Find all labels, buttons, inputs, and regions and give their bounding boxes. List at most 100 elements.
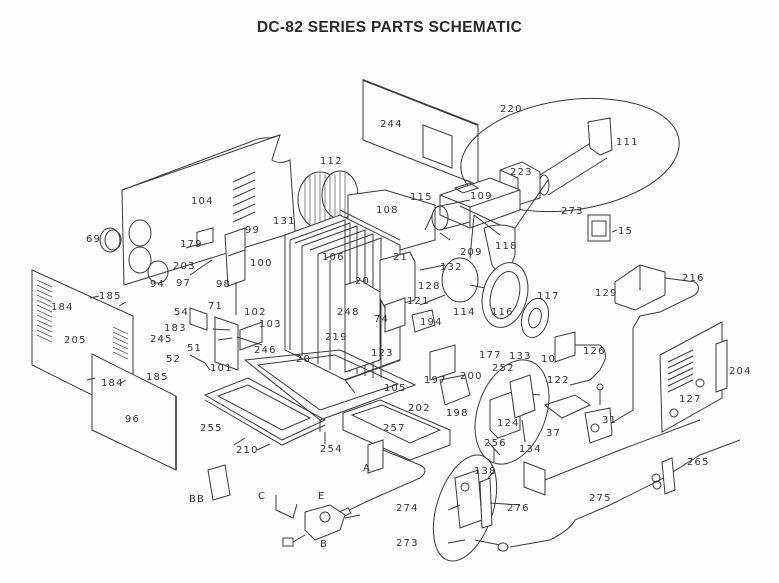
part-label-223: 223 — [510, 167, 533, 178]
part-label-100: 100 — [250, 258, 273, 269]
part-label-128: 128 — [418, 281, 441, 292]
part-label-116: 116 — [491, 307, 514, 318]
part-label-202: 202 — [408, 403, 431, 414]
part-label-138: 138 — [474, 466, 497, 477]
part-label-177: 177 — [479, 350, 502, 361]
part-label-74: 74 — [374, 314, 390, 325]
part-label-54: 54 — [174, 307, 190, 318]
part-label-104: 104 — [191, 196, 214, 207]
part-label-37: 37 — [546, 428, 562, 439]
part-label-179: 179 — [180, 239, 203, 250]
part-label-276: 276 — [507, 503, 530, 514]
part-label-94: 94 — [150, 279, 166, 290]
part-label-117: 117 — [537, 291, 560, 302]
part-label-20-upper: 20 — [355, 276, 371, 287]
part-label-111: 111 — [616, 137, 639, 148]
part-label-216: 216 — [682, 273, 705, 284]
part-label-127: 127 — [679, 394, 702, 405]
part-label-96: 96 — [125, 414, 141, 425]
part-label-123: 123 — [371, 348, 394, 359]
part-label-109: 109 — [470, 191, 493, 202]
part-label-273-upper: 273 — [561, 206, 584, 217]
part-label-220: 220 — [500, 104, 523, 115]
part-label-52: 52 — [166, 354, 182, 365]
part-label-15: 15 — [618, 226, 634, 237]
part-label-20-lower: 20 — [296, 354, 312, 365]
part-label-210: 210 — [236, 445, 259, 456]
part-label-255: 255 — [200, 423, 223, 434]
part-label-71: 71 — [208, 301, 224, 312]
part-label-245: 245 — [150, 334, 173, 345]
part-label-A: A — [363, 463, 372, 474]
part-label-252: 252 — [492, 363, 515, 374]
cover-bb-drawing — [207, 464, 231, 501]
part-label-112: 112 — [320, 156, 343, 167]
part-label-BB: BB — [189, 494, 206, 505]
part-label-219: 219 — [325, 332, 348, 343]
part-label-205: 205 — [64, 335, 87, 346]
part-label-129: 129 — [595, 288, 618, 299]
part-label-101: 101 — [210, 363, 233, 374]
part-label-122: 122 — [547, 375, 570, 386]
part-label-257: 257 — [383, 423, 406, 434]
side-panel-drawing — [659, 321, 728, 433]
plug-drawing — [147, 260, 169, 284]
part-label-10: 10 — [541, 354, 557, 365]
part-label-197: 197 — [424, 375, 447, 386]
part-label-133: 133 — [509, 351, 532, 362]
part-label-106: 106 — [322, 252, 345, 263]
part-label-204: 204 — [729, 366, 752, 377]
part-label-131: 131 — [273, 216, 296, 227]
part-label-103: 103 — [259, 319, 282, 330]
fan-wheel-drawing — [520, 297, 550, 339]
part-label-126: 126 — [583, 346, 606, 357]
part-label-274: 274 — [396, 503, 419, 514]
part-label-132: 132 — [440, 262, 463, 273]
relay-drawing — [587, 214, 611, 242]
burner-box-drawing — [342, 399, 451, 461]
part-label-185-upper: 185 — [99, 291, 122, 302]
part-label-134: 134 — [519, 444, 542, 455]
part-label-265: 265 — [687, 457, 710, 468]
part-label-275: 275 — [589, 493, 612, 504]
part-label-21: 21 — [393, 252, 409, 263]
rear-panel-drawing — [362, 79, 479, 186]
part-label-115: 115 — [410, 192, 433, 203]
part-label-69: 69 — [86, 234, 102, 245]
part-label-256: 256 — [484, 438, 507, 449]
part-label-273-lower: 273 — [396, 538, 419, 549]
part-label-246: 246 — [254, 345, 277, 356]
part-label-B: B — [320, 539, 329, 550]
part-label-198: 198 — [446, 408, 469, 419]
top-cover-panel-drawing — [121, 134, 296, 286]
part-label-97: 97 — [176, 278, 192, 289]
part-label-108: 108 — [376, 205, 399, 216]
grommet-drawing — [99, 227, 121, 253]
fan-housing-drawing — [481, 262, 529, 328]
bracket-c-drawing — [275, 495, 298, 519]
part-label-254: 254 — [320, 444, 343, 455]
part-label-121: 121 — [407, 296, 430, 307]
part-label-194: 194 — [420, 317, 443, 328]
shield-drawing — [344, 279, 381, 373]
part-label-98: 98 — [216, 279, 232, 290]
part-label-184-upper: 184 — [51, 302, 74, 313]
blower-motor-drawing — [441, 257, 479, 303]
part-label-209: 209 — [460, 247, 483, 258]
part-label-124: 124 — [497, 418, 520, 429]
part-label-200: 200 — [460, 371, 483, 382]
part-label-183: 183 — [164, 323, 187, 334]
part-label-31: 31 — [602, 415, 618, 426]
valve-265-drawing — [661, 457, 676, 495]
part-label-99: 99 — [245, 225, 261, 236]
part-label-C: C — [258, 491, 267, 502]
part-label-185-lower: 185 — [146, 372, 169, 383]
part-label-118: 118 — [495, 241, 518, 252]
part-label-244: 244 — [380, 119, 403, 130]
page-title: DC-82 SERIES PARTS SCHEMATIC — [256, 19, 523, 36]
part-label-105: 105 — [384, 383, 407, 394]
part-label-114: 114 — [453, 307, 476, 318]
part-label-203: 203 — [173, 261, 196, 272]
